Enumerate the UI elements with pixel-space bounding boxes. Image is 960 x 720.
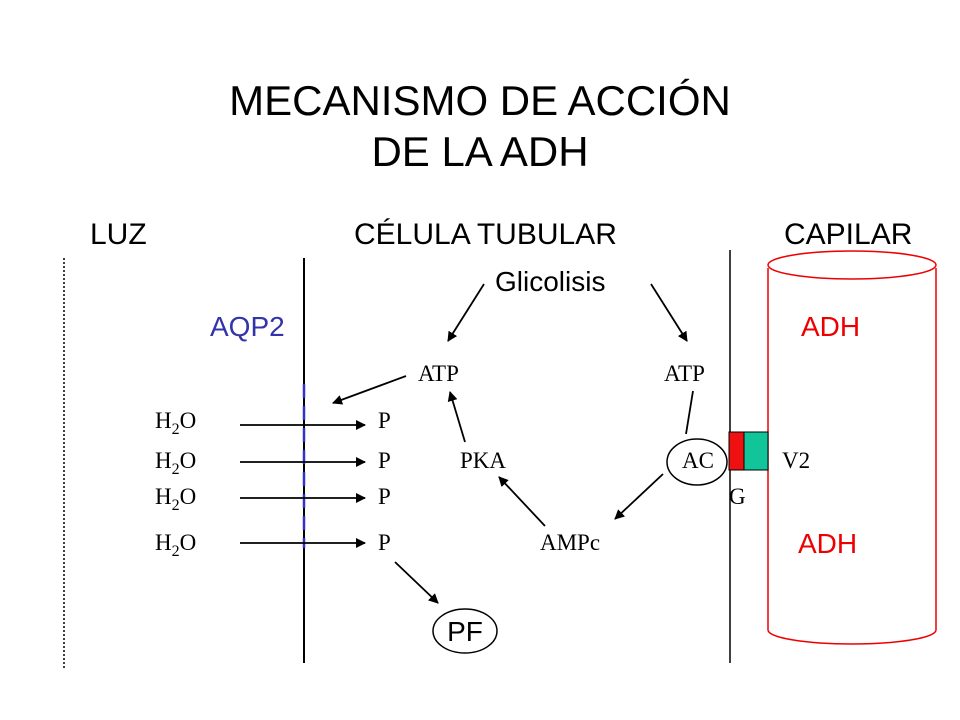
phosphate-label: P bbox=[378, 530, 391, 555]
atp-label-right: ATP bbox=[664, 361, 705, 386]
g-label: G bbox=[729, 484, 746, 509]
pf-label: PF bbox=[447, 616, 483, 647]
g-protein-block bbox=[728, 431, 745, 471]
water-label: H2O bbox=[155, 408, 196, 438]
header-tubular-cell: CÉLULA TUBULAR bbox=[354, 218, 617, 251]
glycolysis-label: Glicolisis bbox=[495, 266, 605, 297]
ampc-to-pka-arrow bbox=[498, 476, 546, 527]
ac-to-ampc-arrow bbox=[614, 473, 664, 520]
pka-label: PKA bbox=[460, 448, 506, 473]
v2-receptor-block bbox=[743, 431, 769, 471]
v2-label: V2 bbox=[782, 448, 810, 473]
capillary-cylinder-body bbox=[767, 268, 937, 645]
glycolysis-to-atp-left-arrow bbox=[447, 283, 485, 342]
phosphate-label: P bbox=[378, 484, 391, 509]
ac-label: AC bbox=[682, 448, 714, 473]
water-label: H2O bbox=[155, 484, 196, 514]
adh-label-bottom: ADH bbox=[798, 528, 857, 559]
water-label: H2O bbox=[155, 448, 196, 478]
adh-label-top: ADH bbox=[801, 311, 860, 342]
atp-to-ac-line bbox=[685, 390, 694, 435]
pf-ellipse bbox=[432, 608, 498, 654]
header-lumen: LUZ bbox=[90, 218, 147, 251]
capillary-cylinder-top bbox=[767, 250, 937, 280]
phosphate-label: P bbox=[378, 408, 391, 433]
ampc-label: AMPc bbox=[540, 530, 600, 555]
phosphate-label: P bbox=[378, 448, 391, 473]
glycolysis-to-atp-right-arrow bbox=[650, 283, 688, 342]
atp-to-aqp2-arrow bbox=[332, 375, 407, 405]
title-line-2: DE LA ADH bbox=[371, 128, 588, 175]
title-line-1: MECANISMO DE ACCIÓN bbox=[229, 77, 731, 124]
water-label: H2O bbox=[155, 530, 196, 560]
adenylate-cyclase-ellipse bbox=[666, 438, 728, 486]
p-to-pf-arrow bbox=[394, 561, 439, 604]
pka-to-atp-arrow bbox=[447, 391, 466, 443]
aqp2-label: AQP2 bbox=[210, 311, 285, 342]
header-capillary: CAPILAR bbox=[784, 218, 912, 251]
atp-label-left: ATP bbox=[418, 361, 459, 386]
